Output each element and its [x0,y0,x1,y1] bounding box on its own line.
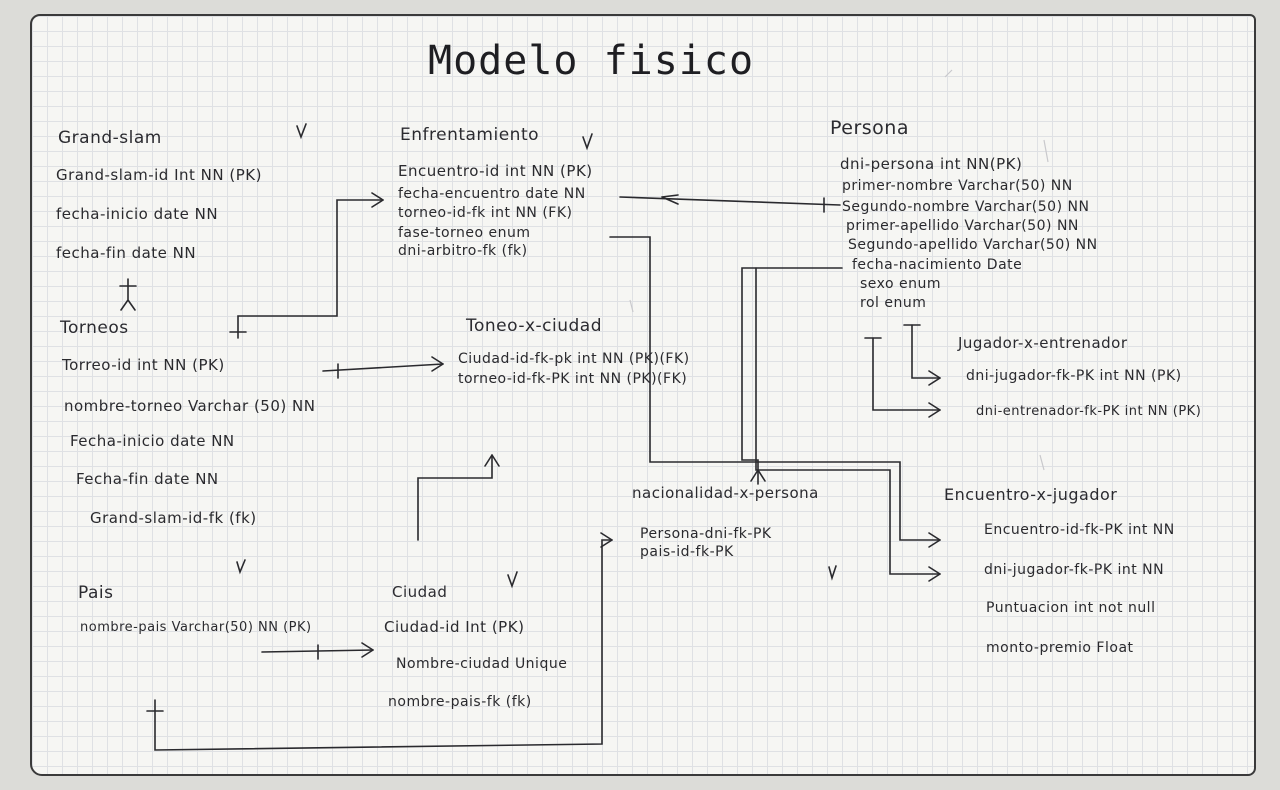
field: Puntuacion int not null [986,600,1156,616]
field: fecha-inicio date NN [56,205,219,223]
field: primer-apellido Varchar(50) NN [846,218,1079,234]
field: pais-id-fk-PK [640,544,734,560]
entity-name: Enfrentamiento [400,125,540,145]
field: dni-jugador-fk-PK int NN [984,562,1165,578]
entity-name: Persona [830,117,909,139]
field: sexo enum [860,276,942,292]
field: Nombre-ciudad Unique [396,656,568,672]
field: dni-persona int NN(PK) [840,155,1023,173]
entity-name: Grand-slam [58,128,162,148]
field: Grand-slam-id Int NN (PK) [56,166,262,184]
field: Fecha-inicio date NN [70,432,235,450]
field: dni-entrenador-fk-PK int NN (PK) [976,404,1202,419]
field: Segundo-apellido Varchar(50) NN [848,237,1098,253]
entity-name: Jugador-x-entrenador [958,334,1128,352]
field: Encuentro-id int NN (PK) [398,162,593,180]
field: dni-arbitro-fk (fk) [398,243,528,259]
field: Grand-slam-id-fk (fk) [90,509,257,527]
field: fecha-encuentro date NN [398,186,586,202]
field: fase-torneo enum [398,225,531,241]
notebook-page [30,14,1256,776]
field: Persona-dni-fk-PK [640,526,772,542]
entity-name: Toneo-x-ciudad [466,316,603,336]
field: torneo-id-fk-PK int NN (PK)(FK) [458,371,688,387]
field: Fecha-fin date NN [76,470,219,488]
field: Segundo-nombre Varchar(50) NN [842,199,1090,215]
diagram-title: Modelo fisico [428,38,755,84]
field: Ciudad-id-fk-pk int NN (PK)(FK) [458,351,690,367]
field: fecha-fin date NN [56,244,197,262]
field: primer-nombre Varchar(50) NN [842,178,1073,194]
entity-name: Pais [78,583,114,603]
field: dni-jugador-fk-PK int NN (PK) [966,368,1182,384]
field: nombre-pais Varchar(50) NN (PK) [80,620,312,635]
entity-name: nacionalidad-x-persona [632,484,819,502]
entity-name: Ciudad [392,583,448,601]
field: torneo-id-fk int NN (FK) [398,205,573,221]
field: Encuentro-id-fk-PK int NN [984,522,1175,538]
entity-name: Torneos [60,318,129,338]
field: Ciudad-id Int (PK) [384,618,525,636]
field: nombre-pais-fk (fk) [388,694,532,710]
field: monto-premio Float [986,640,1134,656]
field: nombre-torneo Varchar (50) NN [64,397,316,415]
entity-name: Encuentro-x-jugador [944,485,1118,504]
field: Torreo-id int NN (PK) [62,356,225,374]
field: fecha-nacimiento Date [852,257,1023,273]
field: rol enum [860,295,927,311]
